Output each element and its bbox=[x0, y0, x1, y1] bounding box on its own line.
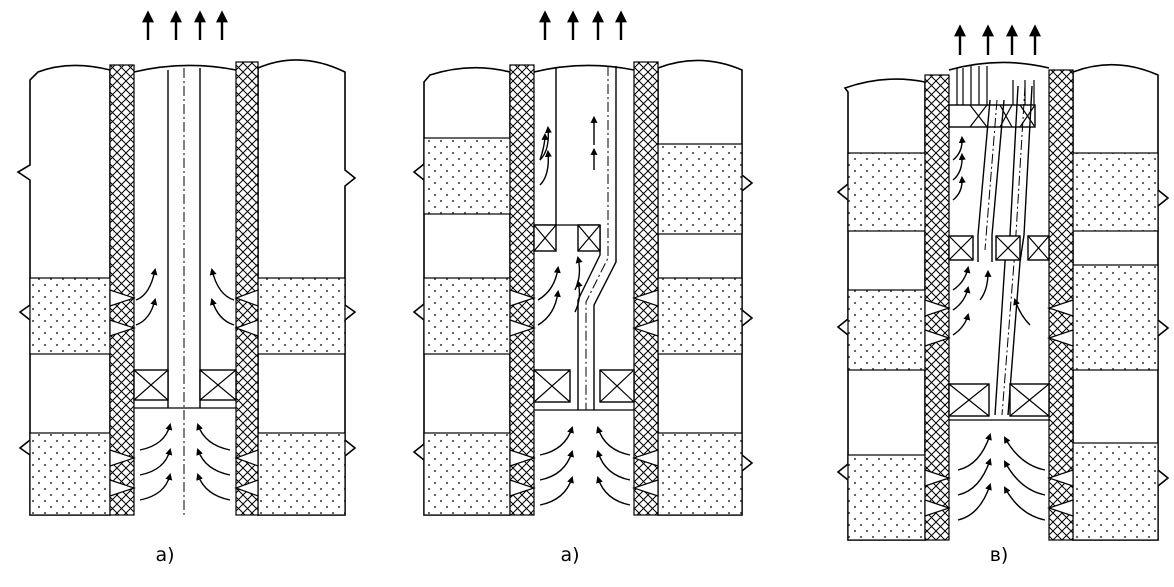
scheme-b bbox=[412, 10, 754, 516]
dotted-layer bbox=[423, 432, 511, 516]
dotted-layer bbox=[657, 143, 743, 235]
dotted-layer bbox=[29, 277, 111, 355]
packer-x-box bbox=[199, 369, 237, 401]
packer-x-box bbox=[577, 224, 601, 252]
scheme-c bbox=[836, 24, 1170, 541]
casing-cement bbox=[633, 61, 659, 516]
dotted-layer bbox=[847, 289, 926, 371]
dotted-layer bbox=[1072, 264, 1159, 371]
scheme-a bbox=[16, 10, 357, 516]
dotted-layer bbox=[257, 277, 346, 355]
packer-x-box bbox=[1009, 383, 1050, 417]
caption-a-middle: а) bbox=[560, 544, 580, 566]
caption-v-right: в) bbox=[989, 544, 1009, 566]
dotted-layer bbox=[1072, 442, 1159, 541]
packer-x-box bbox=[133, 369, 169, 401]
packer-x-box bbox=[533, 369, 571, 403]
caption-a-left: а) bbox=[155, 544, 175, 566]
dotted-layer bbox=[423, 137, 511, 215]
packer-x-box bbox=[533, 224, 557, 252]
packer-x-box bbox=[948, 235, 974, 261]
packer-x-box bbox=[948, 383, 990, 417]
dotted-layer bbox=[423, 277, 511, 355]
dotted-layer bbox=[1072, 152, 1159, 232]
dotted-layer bbox=[657, 277, 743, 355]
dotted-layer bbox=[847, 152, 926, 232]
packer-x-box bbox=[995, 235, 1021, 261]
dotted-layer bbox=[257, 432, 346, 516]
dotted-layer bbox=[847, 454, 926, 541]
packer-x-box bbox=[1027, 235, 1050, 261]
casing-cement bbox=[509, 64, 535, 516]
dotted-layer bbox=[29, 432, 111, 516]
casing-cement bbox=[109, 64, 135, 516]
packer-x-box bbox=[599, 369, 635, 403]
dotted-layer bbox=[657, 432, 743, 516]
packer-x-box bbox=[948, 104, 1036, 128]
casing-cement bbox=[235, 61, 259, 516]
